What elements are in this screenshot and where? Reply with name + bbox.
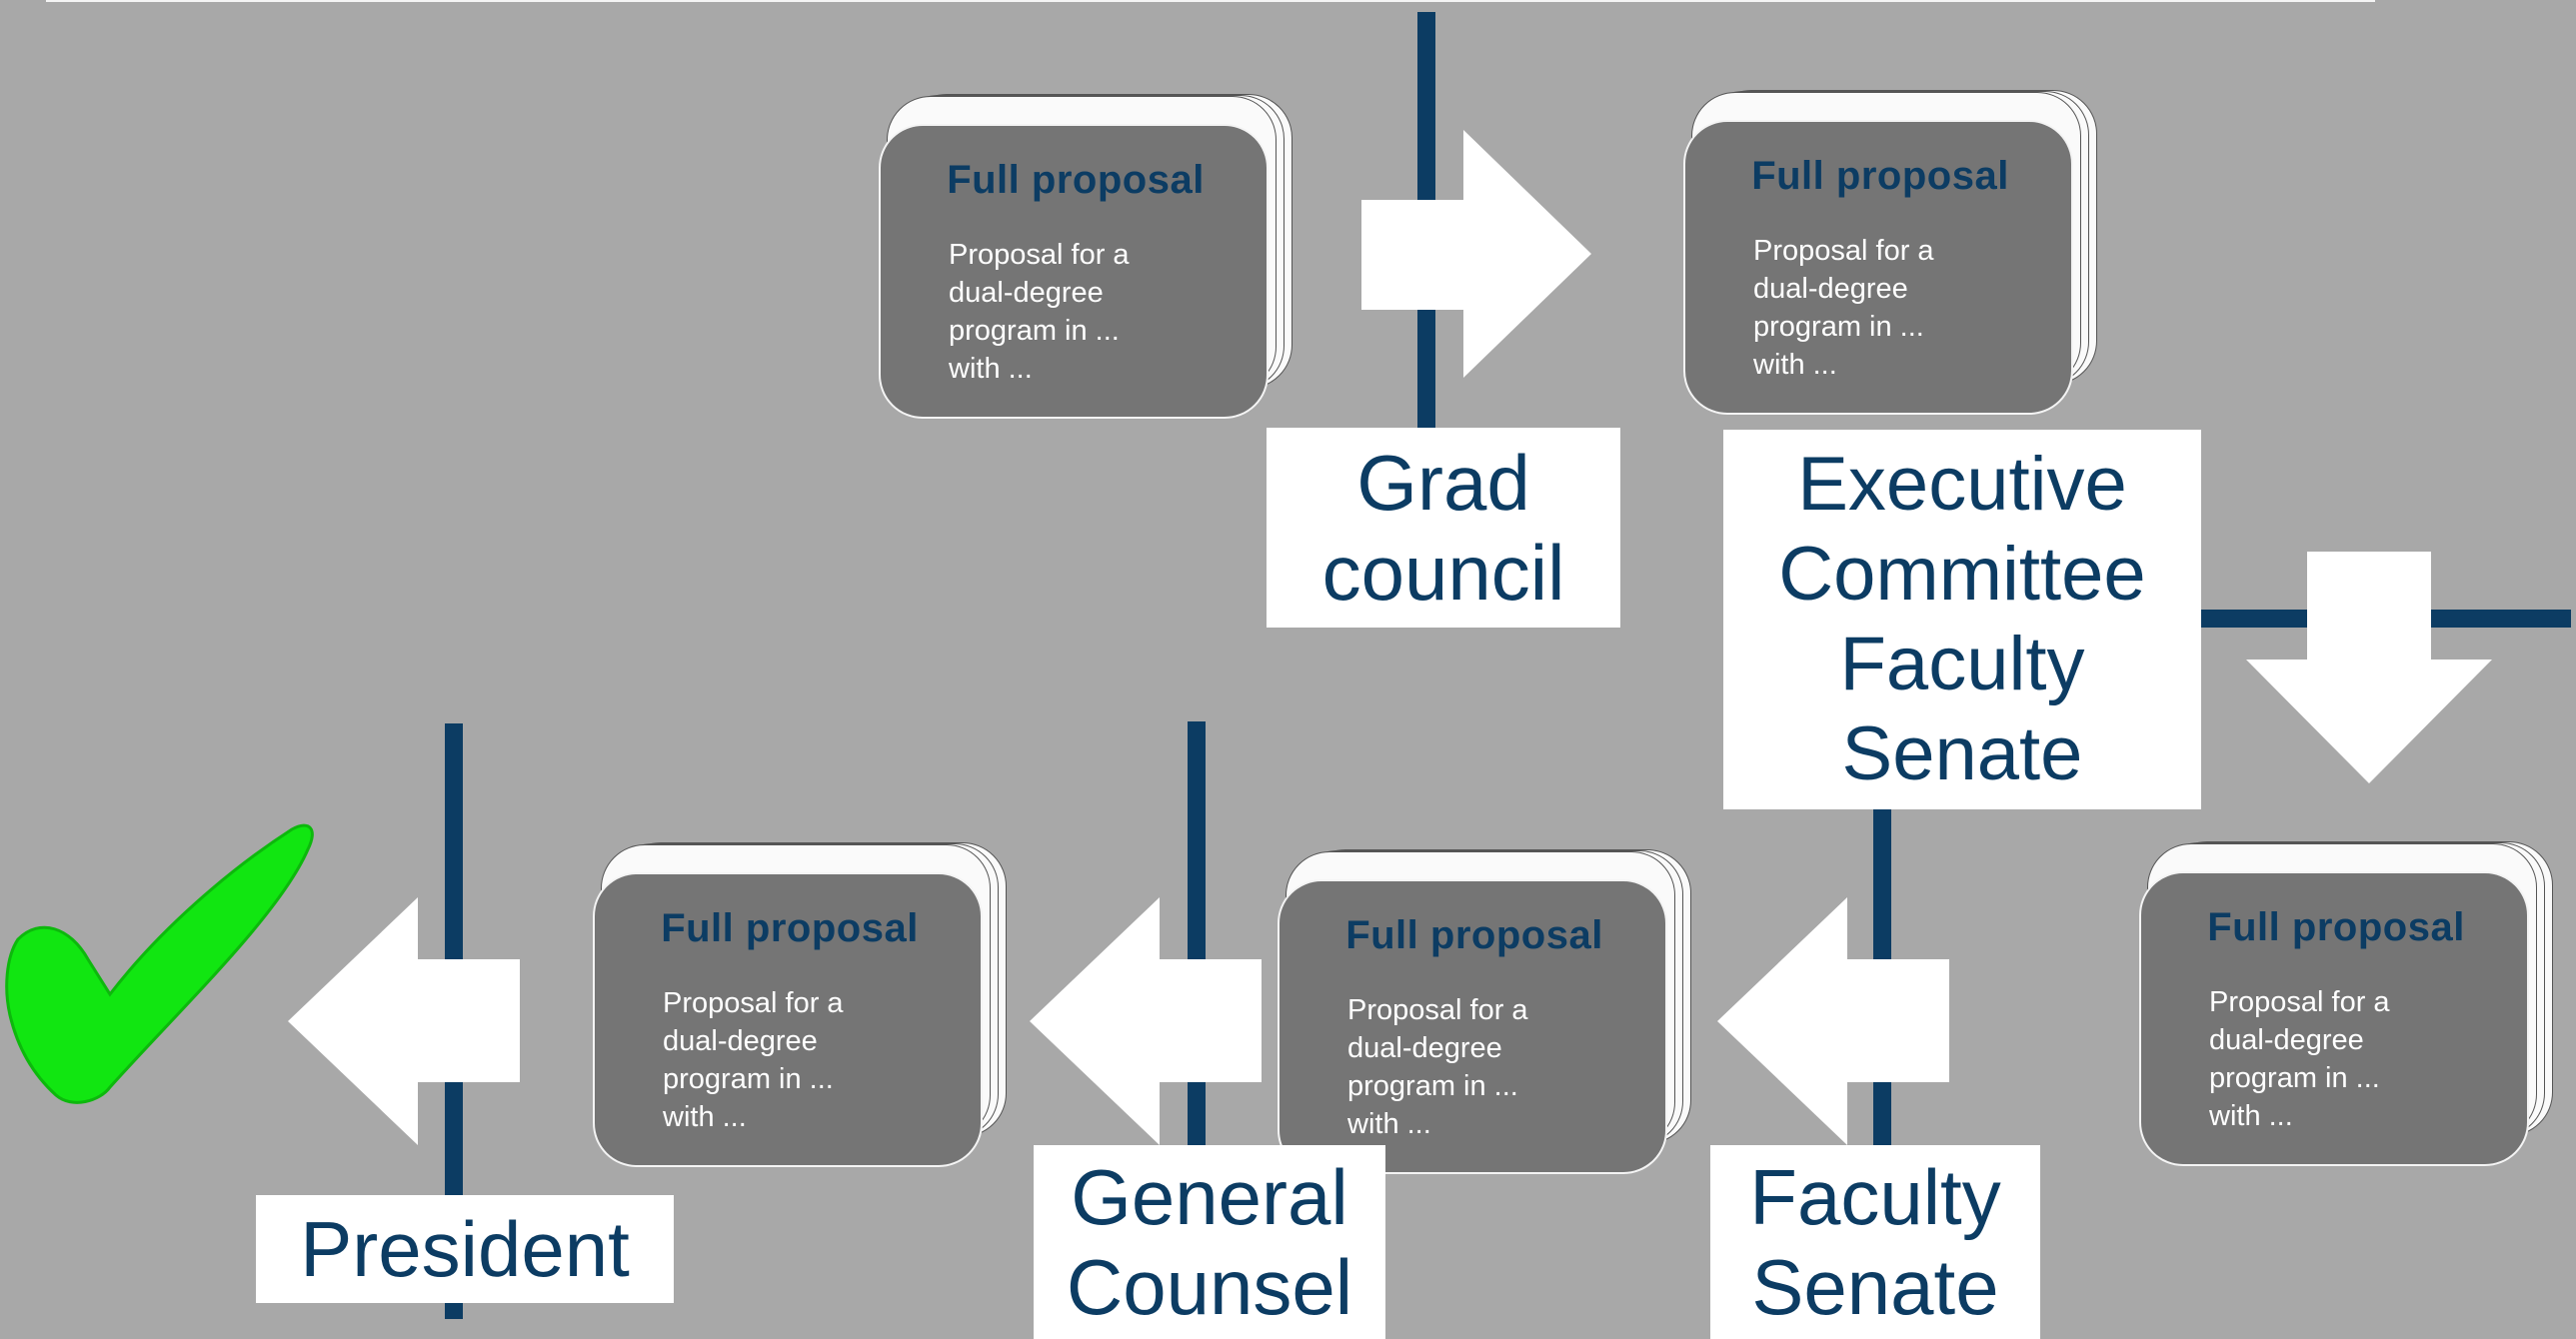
proposal-card-3: Full proposal Proposal for a dual-degree… bbox=[2139, 841, 2559, 1166]
arrow-down-icon bbox=[2246, 552, 2492, 783]
card-title: Full proposal bbox=[947, 158, 1205, 202]
card-body: Proposal for a dual-degree program in ..… bbox=[1347, 994, 1528, 1140]
card-title: Full proposal bbox=[661, 906, 919, 950]
card-title: Full proposal bbox=[1751, 154, 2009, 198]
label-general-counsel: General Counsel bbox=[1034, 1145, 1385, 1339]
proposal-card-4: Full proposal Proposal for a dual-degree… bbox=[1278, 849, 1697, 1174]
top-frame-edge bbox=[46, 0, 2375, 2]
card-body: Proposal for a dual-degree program in ..… bbox=[2209, 986, 2390, 1132]
label-text: President bbox=[300, 1205, 630, 1293]
proposal-card-5: Full proposal Proposal for a dual-degree… bbox=[593, 842, 1013, 1167]
card-title: Full proposal bbox=[2207, 905, 2465, 949]
label-faculty-senate: Faculty Senate bbox=[1710, 1145, 2040, 1339]
top-frame-divider bbox=[1219, 0, 1222, 2]
label-text: General Counsel bbox=[1066, 1153, 1353, 1331]
proposal-card-2: Full proposal Proposal for a dual-degree… bbox=[1683, 90, 2103, 415]
card-title: Full proposal bbox=[1345, 913, 1603, 957]
card-body: Proposal for a dual-degree program in ..… bbox=[949, 239, 1130, 385]
arrow-left-icon bbox=[1717, 897, 1949, 1145]
card-body: Proposal for a dual-degree program in ..… bbox=[663, 987, 844, 1133]
check-icon bbox=[5, 823, 314, 1104]
arrow-left-icon bbox=[288, 897, 520, 1145]
card-body: Proposal for a dual-degree program in ..… bbox=[1753, 235, 1934, 381]
label-text: Faculty Senate bbox=[1749, 1153, 2001, 1331]
label-grad-council: Grad council bbox=[1267, 428, 1620, 628]
arrow-left-icon bbox=[1030, 897, 1262, 1145]
arrow-right-icon bbox=[1361, 130, 1591, 378]
label-president: President bbox=[256, 1195, 674, 1303]
label-text: Executive Committee Faculty Senate bbox=[1778, 442, 2146, 796]
label-text: Grad council bbox=[1321, 439, 1565, 617]
label-executive-committee: Executive Committee Faculty Senate bbox=[1723, 430, 2201, 809]
proposal-card-1: Full proposal Proposal for a dual-degree… bbox=[879, 94, 1298, 419]
